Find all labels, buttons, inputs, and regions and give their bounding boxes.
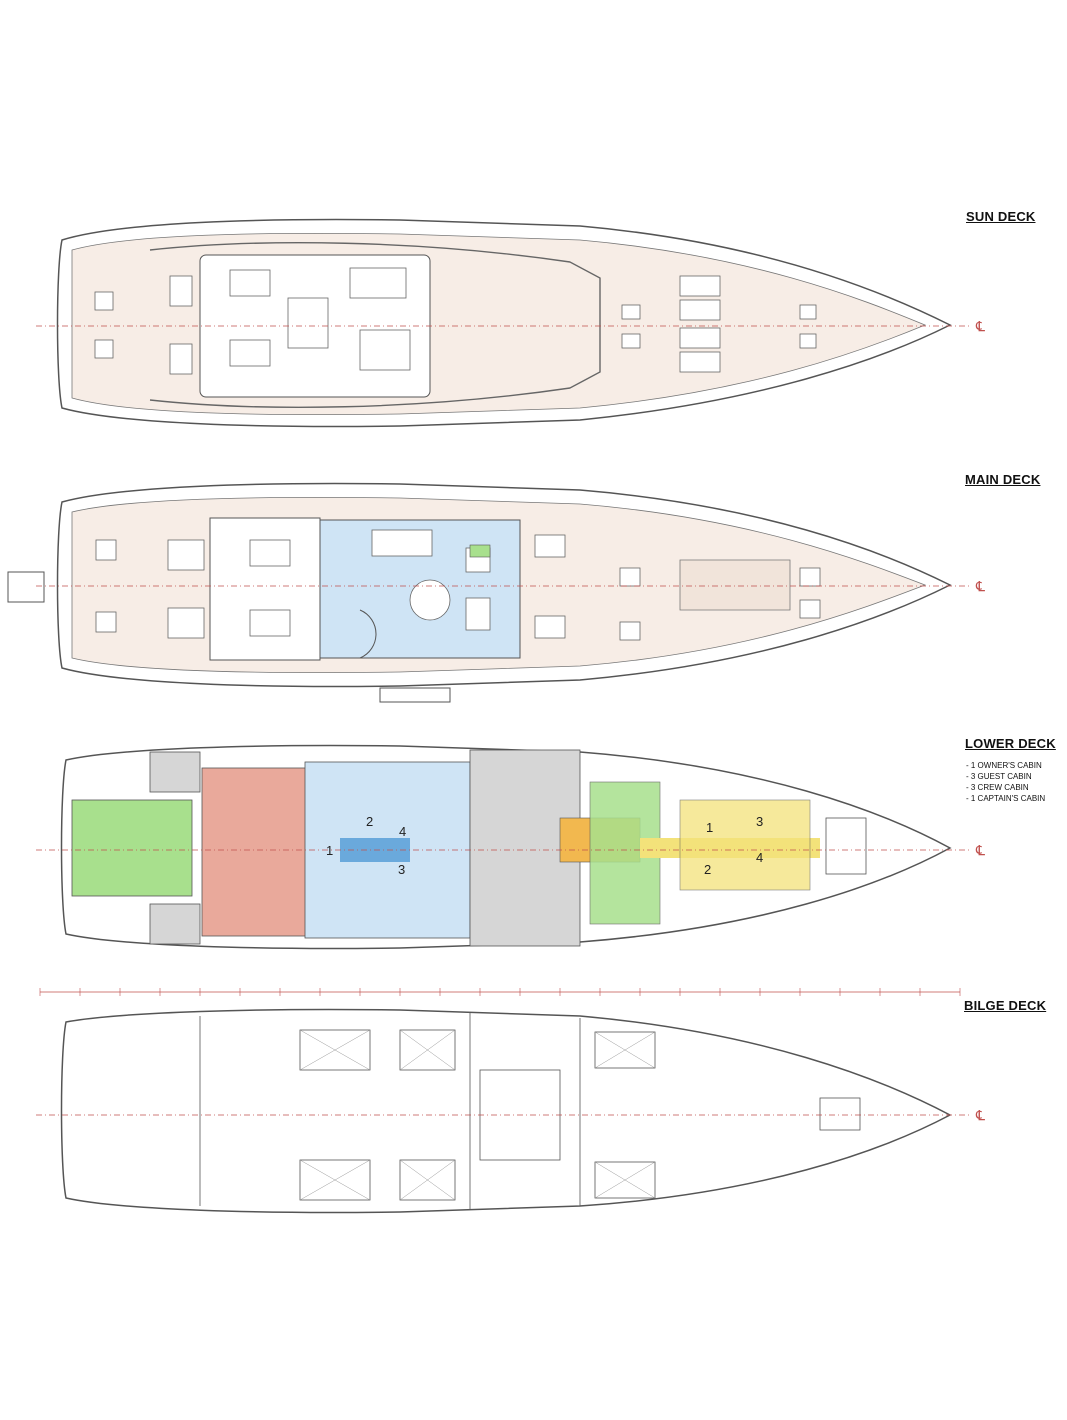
bilge-deck-plan (36, 1008, 970, 1214)
crew-cabin-number: 2 (704, 862, 711, 877)
spec-crew-cabin: - 3 CREW CABIN (966, 783, 1029, 792)
lower-deck-fwd-store (825, 817, 867, 875)
main-deck-foredeck-tender (679, 559, 791, 611)
crew-cabin-number: 4 (756, 850, 763, 865)
centerline-symbol-sun: ℄ (975, 318, 985, 334)
lower-deck-technical-bottom (149, 903, 201, 945)
guest-cabin-number: 4 (399, 824, 406, 839)
guest-cabin-number: 1 (326, 843, 333, 858)
bilge-deck-hull (60, 1008, 952, 1214)
sun-deck-bimini-frame (149, 242, 601, 408)
main-deck-gangway (379, 687, 451, 703)
main-deck-cockpit (209, 517, 321, 661)
centerline-symbol-lower: ℄ (975, 842, 985, 858)
main-deck-green-room (469, 544, 491, 558)
lower-deck-storage-green (71, 799, 193, 897)
main-deck-title: MAIN DECK (965, 472, 1041, 487)
main-deck-swim-platform (7, 571, 45, 603)
lower-deck-spec-list: - 1 OWNER'S CABIN - 3 GUEST CABIN - 3 CR… (966, 760, 1045, 804)
centerline-symbol-main: ℄ (975, 578, 985, 594)
main-deck-stair (359, 609, 377, 659)
lower-deck-technical-top (149, 751, 201, 793)
lower-deck-crew-cabins (679, 799, 811, 891)
centerline-symbol-bilge: ℄ (975, 1107, 985, 1123)
spec-owner-cabin: - 1 OWNER'S CABIN (966, 761, 1042, 770)
spec-captain-cabin: - 1 CAPTAIN'S CABIN (966, 794, 1046, 803)
main-deck-plan (7, 482, 970, 703)
guest-cabin-number: 2 (366, 814, 373, 829)
lower-deck-title: LOWER DECK (965, 736, 1056, 751)
guest-cabin-number: 3 (398, 862, 405, 877)
crew-cabin-number: 3 (756, 814, 763, 829)
frame-ruler (39, 988, 961, 996)
crew-cabin-number: 1 (706, 820, 713, 835)
bilge-deck-title: BILGE DECK (964, 998, 1047, 1013)
sun-deck-plan (36, 218, 970, 428)
sun-deck-title: SUN DECK (966, 209, 1036, 224)
spec-guest-cabin: - 3 GUEST CABIN (966, 772, 1032, 781)
lower-deck-plan (36, 744, 970, 950)
